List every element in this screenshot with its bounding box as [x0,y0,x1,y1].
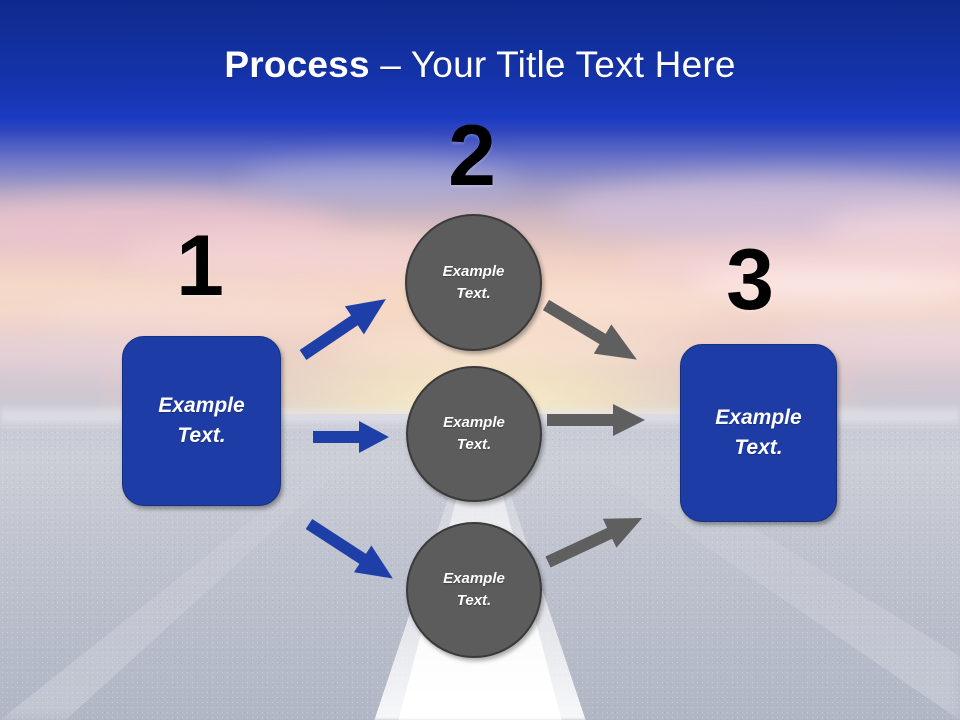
box-right-line2: Text. [734,436,783,459]
arrow-shape [542,299,637,360]
circle-top-line1: Example [442,262,505,280]
box-right-line1: Example [715,406,802,430]
gray-arrow-right [547,404,645,436]
process-circle-middle[interactable]: Example Text. [406,366,542,502]
arrow-shape [305,518,393,579]
blue-arrow-up-right [293,285,395,369]
box-left-line1: Example [158,394,245,418]
process-circle-bottom[interactable]: Example Text. [406,522,542,658]
circle-bottom-line1: Example [443,570,505,588]
page-title: Process – Your Title Text Here [224,46,735,83]
arrow-shape [547,404,645,436]
arrow-shape [299,299,386,360]
box-left-line2: Text. [177,424,226,447]
circle-middle-line1: Example [443,414,505,432]
blue-arrow-right [313,421,389,453]
circle-bottom-line2: Text. [456,592,492,609]
process-box-right[interactable]: Example Text. [680,344,837,522]
circle-top-line2: Text. [456,284,491,302]
step-number-1: 1 [176,218,224,314]
title-bar: Process – Your Title Text Here [0,0,960,124]
gray-arrow-up-right [541,504,649,577]
step-number-2: 2 [448,108,496,204]
arrow-shape [313,421,389,453]
process-circle-top[interactable]: Example Text. [405,214,542,351]
gray-arrow-down-right [537,290,645,374]
page-title-rest: – Your Title Text Here [369,44,736,85]
page-title-strong: Process [224,44,370,85]
process-box-left[interactable]: Example Text. [122,336,281,506]
blue-arrow-down-right [300,511,401,592]
circle-middle-line2: Text. [456,436,492,453]
step-number-3: 3 [726,232,774,328]
arrow-shape [545,518,643,568]
